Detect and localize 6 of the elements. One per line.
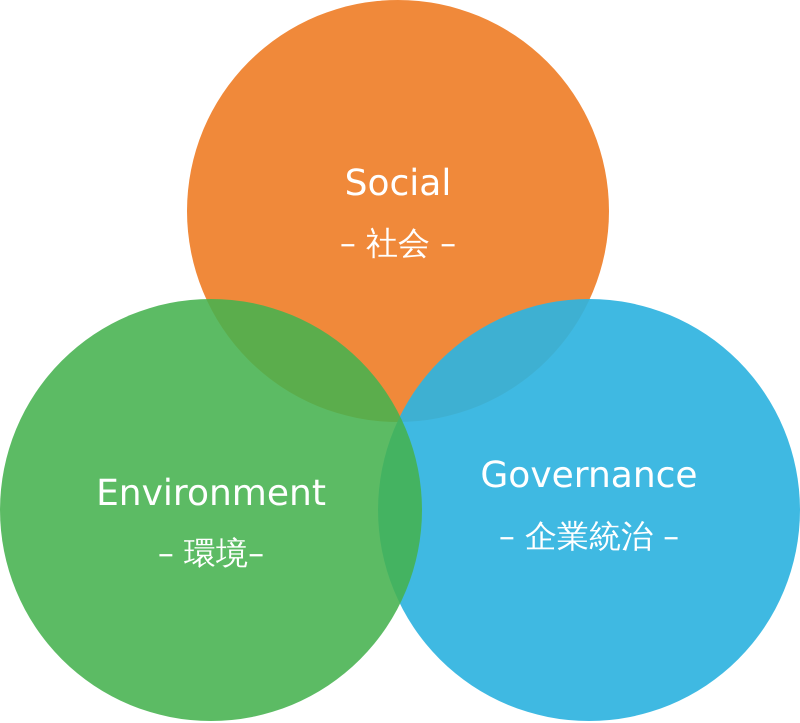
- circle-title: Social: [344, 163, 452, 204]
- circle-title: Environment: [96, 473, 326, 514]
- circle-subtitle: – 社会 –: [340, 223, 456, 264]
- circle-subtitle: – 企業統治 –: [498, 516, 680, 557]
- circle-title: Governance: [480, 455, 698, 496]
- circle-subtitle: – 環境–: [158, 533, 264, 574]
